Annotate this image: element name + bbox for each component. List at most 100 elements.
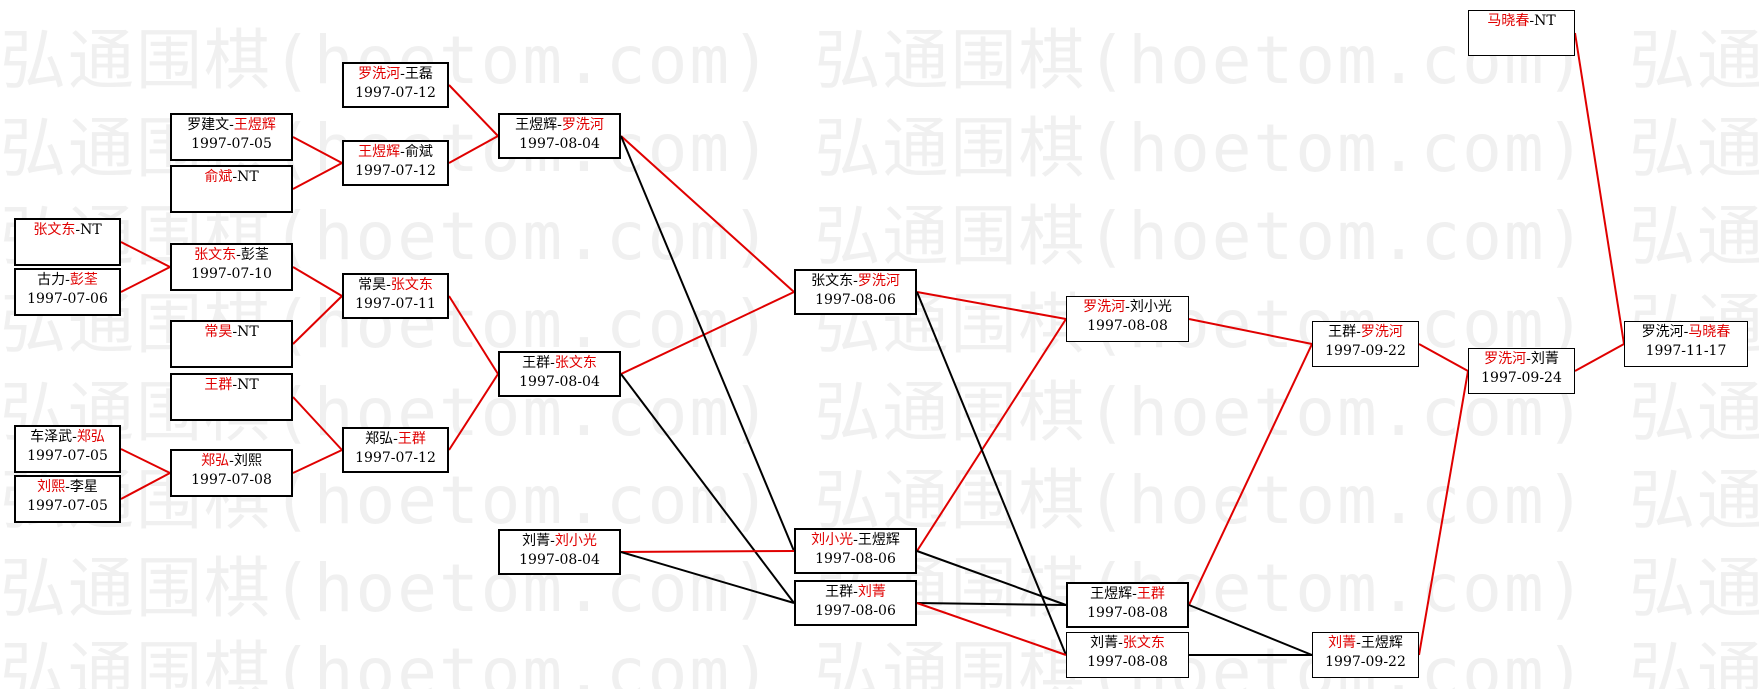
advance-connector bbox=[292, 266, 343, 297]
match-players: 刘菁-王煜辉 bbox=[1313, 634, 1418, 653]
match-box: 马晓春-NT bbox=[1468, 10, 1575, 56]
match-players: 罗洗河-刘小光 bbox=[1067, 298, 1188, 317]
match-date: 1997-07-05 bbox=[27, 448, 108, 464]
vs-separator: - bbox=[853, 532, 858, 548]
match-date: 1997-08-08 bbox=[1087, 605, 1168, 621]
match-date: 1997-07-06 bbox=[27, 291, 108, 307]
match-box: 俞斌-NT bbox=[170, 165, 293, 213]
match-box: 张文东-NT bbox=[14, 218, 121, 266]
match-players: 刘小光-王煜辉 bbox=[796, 531, 915, 550]
player-name: 张文东 bbox=[390, 277, 433, 293]
match-date: 1997-09-22 bbox=[1325, 654, 1406, 670]
match-date: 1997-07-08 bbox=[191, 472, 272, 488]
player-name: 郑弘 bbox=[76, 429, 105, 445]
player-name: 王磊 bbox=[404, 66, 433, 82]
vs-separator: - bbox=[236, 247, 241, 263]
player-name: 王群 bbox=[1328, 324, 1357, 340]
match-box: 王群-NT bbox=[170, 373, 293, 421]
match-date: 1997-09-22 bbox=[1325, 343, 1406, 359]
vs-separator: - bbox=[232, 324, 238, 340]
player-name: 李星 bbox=[69, 479, 98, 495]
player-name: NT bbox=[237, 169, 259, 185]
player-name: 罗洗河 bbox=[358, 66, 401, 82]
vs-separator: - bbox=[65, 272, 70, 288]
match-players: 罗建文-王煜辉 bbox=[172, 116, 291, 135]
match-players: 常昊-NT bbox=[172, 323, 291, 342]
match-players: 刘熙-李星 bbox=[16, 478, 119, 497]
match-date: 1997-08-06 bbox=[815, 551, 896, 567]
advance-connector bbox=[1418, 343, 1469, 372]
vs-separator: - bbox=[386, 277, 391, 293]
player-name: 古力 bbox=[37, 272, 66, 288]
match-date: 1997-07-11 bbox=[355, 296, 436, 312]
vs-separator: - bbox=[65, 479, 70, 495]
match-date: 1997-09-24 bbox=[1481, 370, 1562, 386]
player-name: 王煜辉 bbox=[1090, 586, 1133, 602]
advance-connector bbox=[292, 449, 343, 474]
player-name: 王煜辉 bbox=[1360, 635, 1403, 651]
vs-separator: - bbox=[232, 169, 238, 185]
match-players: 王群-罗洗河 bbox=[1313, 323, 1418, 342]
player-name: 王群 bbox=[1136, 586, 1165, 602]
vs-separator: - bbox=[72, 429, 77, 445]
player-name: 张文东 bbox=[811, 273, 854, 289]
player-name: 王群 bbox=[825, 584, 854, 600]
advance-connector bbox=[448, 84, 499, 137]
advance-connector bbox=[1188, 343, 1313, 606]
player-name: 俞斌 bbox=[404, 144, 433, 160]
vs-separator: - bbox=[1125, 299, 1130, 315]
player-name: 罗洗河 bbox=[561, 117, 604, 133]
match-players: 古力-彭荃 bbox=[16, 271, 119, 290]
advance-connector bbox=[620, 550, 795, 553]
vs-separator: - bbox=[1526, 351, 1531, 367]
advance-connector bbox=[916, 291, 1067, 320]
advance-connector bbox=[620, 135, 795, 293]
elimination-connector bbox=[620, 551, 795, 604]
player-name: 王煜辉 bbox=[358, 144, 401, 160]
match-players: 张文东-NT bbox=[16, 221, 119, 240]
elimination-connector bbox=[916, 550, 1067, 606]
player-name: 彭荃 bbox=[240, 247, 269, 263]
player-name: 马晓春 bbox=[1487, 13, 1530, 29]
match-date: 1997-08-04 bbox=[519, 374, 600, 390]
vs-separator: - bbox=[400, 66, 405, 82]
match-players: 罗洗河-马晓春 bbox=[1625, 323, 1747, 342]
advance-connector bbox=[292, 295, 343, 345]
player-name: NT bbox=[80, 222, 102, 238]
player-name: 刘小光 bbox=[811, 532, 854, 548]
advance-connector bbox=[120, 266, 171, 293]
player-name: 刘小光 bbox=[1129, 299, 1172, 315]
match-date: 1997-08-06 bbox=[815, 292, 896, 308]
match-players: 车泽武-郑弘 bbox=[16, 428, 119, 447]
advance-connector bbox=[1418, 370, 1469, 656]
player-name: NT bbox=[237, 324, 259, 340]
player-name: 王群 bbox=[397, 431, 426, 447]
advance-connector bbox=[448, 295, 499, 375]
vs-separator: - bbox=[229, 117, 234, 133]
match-players: 王群-NT bbox=[172, 376, 291, 395]
vs-separator: - bbox=[1356, 635, 1361, 651]
vs-separator: - bbox=[550, 533, 555, 549]
match-date: 1997-07-05 bbox=[191, 136, 272, 152]
elimination-connector bbox=[916, 602, 1067, 606]
match-box: 常昊-NT bbox=[170, 320, 293, 368]
vs-separator: - bbox=[853, 273, 858, 289]
player-name: 罗建文 bbox=[187, 117, 230, 133]
vs-separator: - bbox=[75, 222, 81, 238]
